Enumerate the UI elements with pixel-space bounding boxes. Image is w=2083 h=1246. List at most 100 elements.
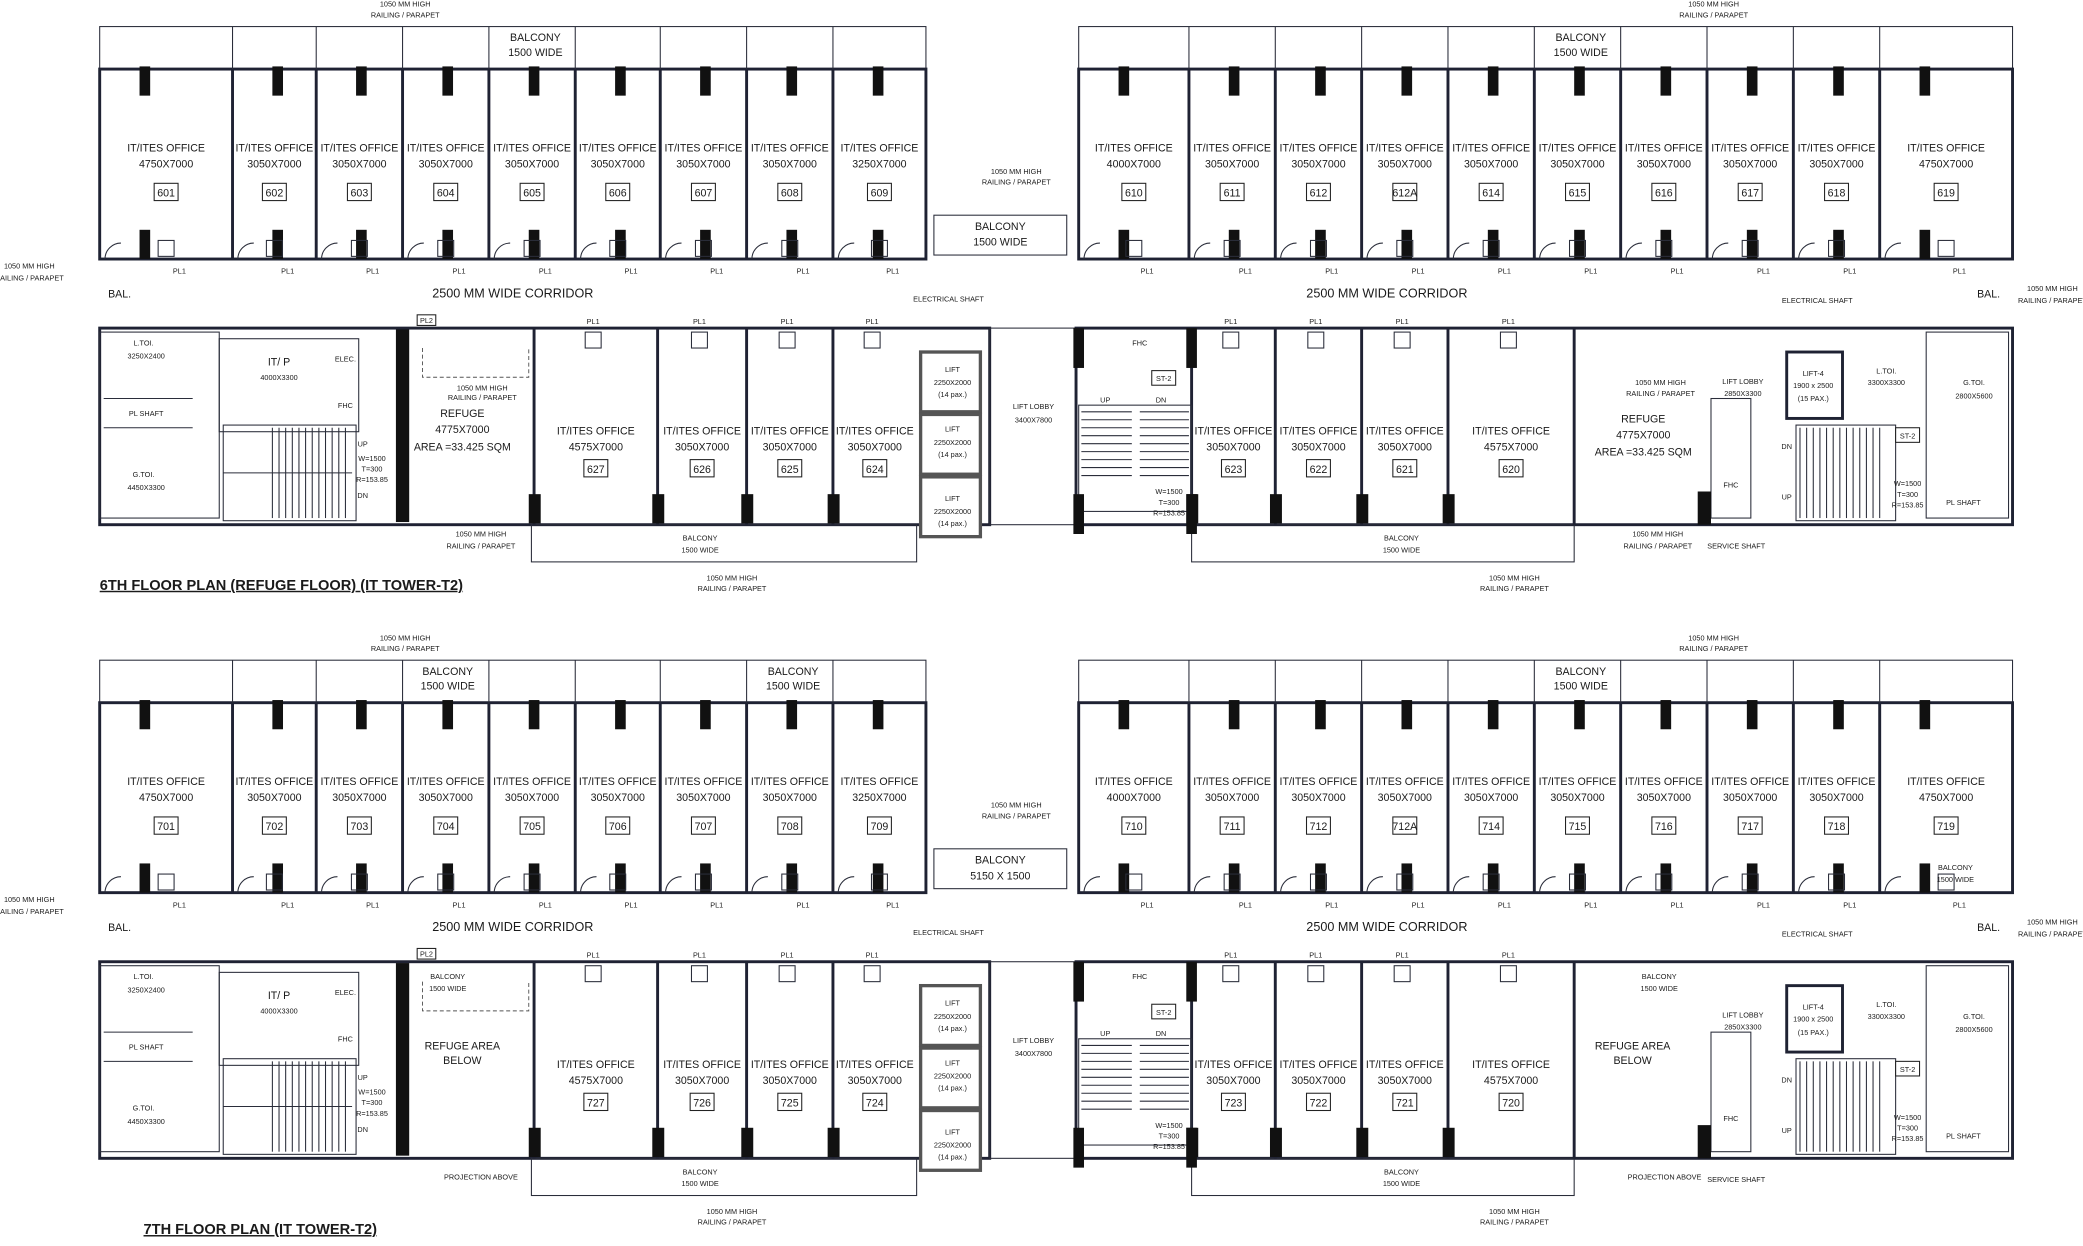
room-size: 3050X7000 <box>1205 158 1259 170</box>
structural-column <box>615 66 626 96</box>
annotation-text: PROJECTION ABOVE <box>444 1173 518 1182</box>
floor-plan-title: 6TH FLOOR PLAN (REFUGE FLOOR) (IT TOWER-… <box>100 578 463 594</box>
annotation-text: PROJECTION ABOVE <box>1628 1173 1702 1182</box>
annotation-text: UP <box>358 1073 368 1082</box>
annotation-text: ST-2 <box>1900 431 1915 440</box>
plumbing-shaft-icon <box>1655 873 1673 891</box>
room-number: 704 <box>437 821 455 833</box>
room-number: 616 <box>1655 188 1673 200</box>
plumbing-shaft-icon <box>265 873 283 891</box>
bottom-balcony-outline <box>1191 1157 1575 1197</box>
pl-tag: PL1 <box>781 317 794 326</box>
room-size: 3050X7000 <box>676 792 730 804</box>
annotation-text: 1050 MM HIGH <box>1688 0 1739 9</box>
structural-column <box>741 1127 754 1157</box>
room-size: 3050X7000 <box>1809 158 1863 170</box>
room-label: IT/ITES OFFICE <box>1280 776 1358 788</box>
room-label: IT/ITES OFFICE <box>1798 776 1876 788</box>
room-number: 712 <box>1310 821 1328 833</box>
structural-column <box>356 66 367 96</box>
room-number: 707 <box>695 821 713 833</box>
pl-tag: PL1 <box>1325 267 1338 276</box>
structural-column <box>1269 494 1282 524</box>
room-size: 3050X7000 <box>419 158 473 170</box>
room-number-box <box>1305 459 1331 478</box>
annotation-text: ST-2 <box>1156 374 1171 383</box>
room-label: IT/ITES OFFICE <box>1280 425 1358 437</box>
plumbing-shaft-icon <box>870 873 888 891</box>
room-number: 605 <box>523 188 541 200</box>
annotation-text: L.TOI. <box>133 972 153 981</box>
plumbing-shaft-icon <box>1125 239 1143 257</box>
pl-tag: PL1 <box>1239 267 1252 276</box>
structural-column <box>1186 1127 1197 1168</box>
staircase-right <box>1795 1058 1897 1155</box>
lift-lobby-outline <box>989 327 1077 526</box>
annotation-text: 2800X5600 <box>1955 1025 1992 1034</box>
annotation-text: ELEC. <box>335 988 356 997</box>
plumbing-shaft-icon <box>350 239 368 257</box>
annotation-text: REFUGE <box>1621 413 1665 425</box>
plumbing-shaft-icon <box>1482 873 1500 891</box>
room-number: 621 <box>1396 464 1414 476</box>
structural-column <box>1118 66 1130 96</box>
annotation-text: T=300 <box>1897 490 1918 499</box>
structural-column <box>1401 66 1413 96</box>
pl2-tag: PL2 <box>420 316 433 325</box>
structural-column <box>1697 1125 1711 1159</box>
room-number: 623 <box>1225 464 1243 476</box>
annotation-text: 3250X2400 <box>128 985 165 994</box>
structural-column <box>1401 863 1413 893</box>
structural-column <box>1660 863 1672 893</box>
annotation-text: 4000X3300 <box>260 373 297 382</box>
plumbing-shaft-icon <box>1482 239 1500 257</box>
pl-tag: PL1 <box>1671 267 1684 276</box>
room-size: 4750X7000 <box>139 792 193 804</box>
room-label: IT/ITES OFFICE <box>663 1059 741 1071</box>
plumbing-shaft-icon <box>584 965 602 983</box>
plumbing-shaft-icon <box>609 239 627 257</box>
annotation-text: FHC <box>1132 972 1147 981</box>
annotation-text: ELECTRICAL SHAFT <box>1782 296 1853 305</box>
corridor-label: 2500 MM WIDE CORRIDOR <box>432 920 593 934</box>
structural-column <box>1228 700 1240 730</box>
room-size: 4750X7000 <box>1919 792 1973 804</box>
structural-column <box>700 66 711 96</box>
annotation-text: IT/ P <box>268 356 290 368</box>
room-number: 624 <box>866 464 884 476</box>
plumbing-shaft-icon <box>781 873 799 891</box>
annotation-text: LIFT <box>945 425 961 434</box>
annotation-text: 4450X3300 <box>128 483 165 492</box>
room-number-box <box>690 182 716 202</box>
room-number: 609 <box>871 188 889 200</box>
annotation-text: FHC <box>1723 1114 1738 1123</box>
structural-column <box>528 229 540 260</box>
annotation-text: 2250X2000 <box>934 507 971 516</box>
door-swing-icon <box>1366 242 1383 260</box>
room-number: 607 <box>695 188 713 200</box>
annotation-text: RAILING / PARAPET <box>447 542 516 551</box>
door-swing-icon <box>320 876 338 893</box>
service-shaft <box>1710 397 1752 519</box>
room-number: 714 <box>1482 821 1500 833</box>
structural-column <box>1919 700 1931 730</box>
annotation-text: RAILING / PARAPET <box>698 1218 767 1227</box>
top-left-block-wall <box>98 67 928 261</box>
room-number-box <box>690 816 716 835</box>
plumbing-shaft-icon <box>1223 239 1241 257</box>
annotation-text: W=1500 <box>358 454 385 463</box>
room-number-box <box>1121 182 1147 202</box>
room-size: 3050X7000 <box>675 441 729 453</box>
structural-column <box>1487 229 1499 260</box>
room-label: IT/ITES OFFICE <box>1711 776 1789 788</box>
room-label: IT/ITES OFFICE <box>1539 776 1617 788</box>
door-swing-icon <box>1280 242 1297 260</box>
annotation-text: RAILING / PARAPET <box>1626 389 1695 398</box>
room-size: 3050X7000 <box>1809 792 1863 804</box>
annotation-text: RAILING / PARAPET <box>982 811 1051 820</box>
annotation-text: G.TOI. <box>1963 378 1985 387</box>
annotation-text: ST-2 <box>1156 1008 1171 1017</box>
pl-tag: PL1 <box>625 900 638 909</box>
toilet-block <box>1925 331 2010 519</box>
